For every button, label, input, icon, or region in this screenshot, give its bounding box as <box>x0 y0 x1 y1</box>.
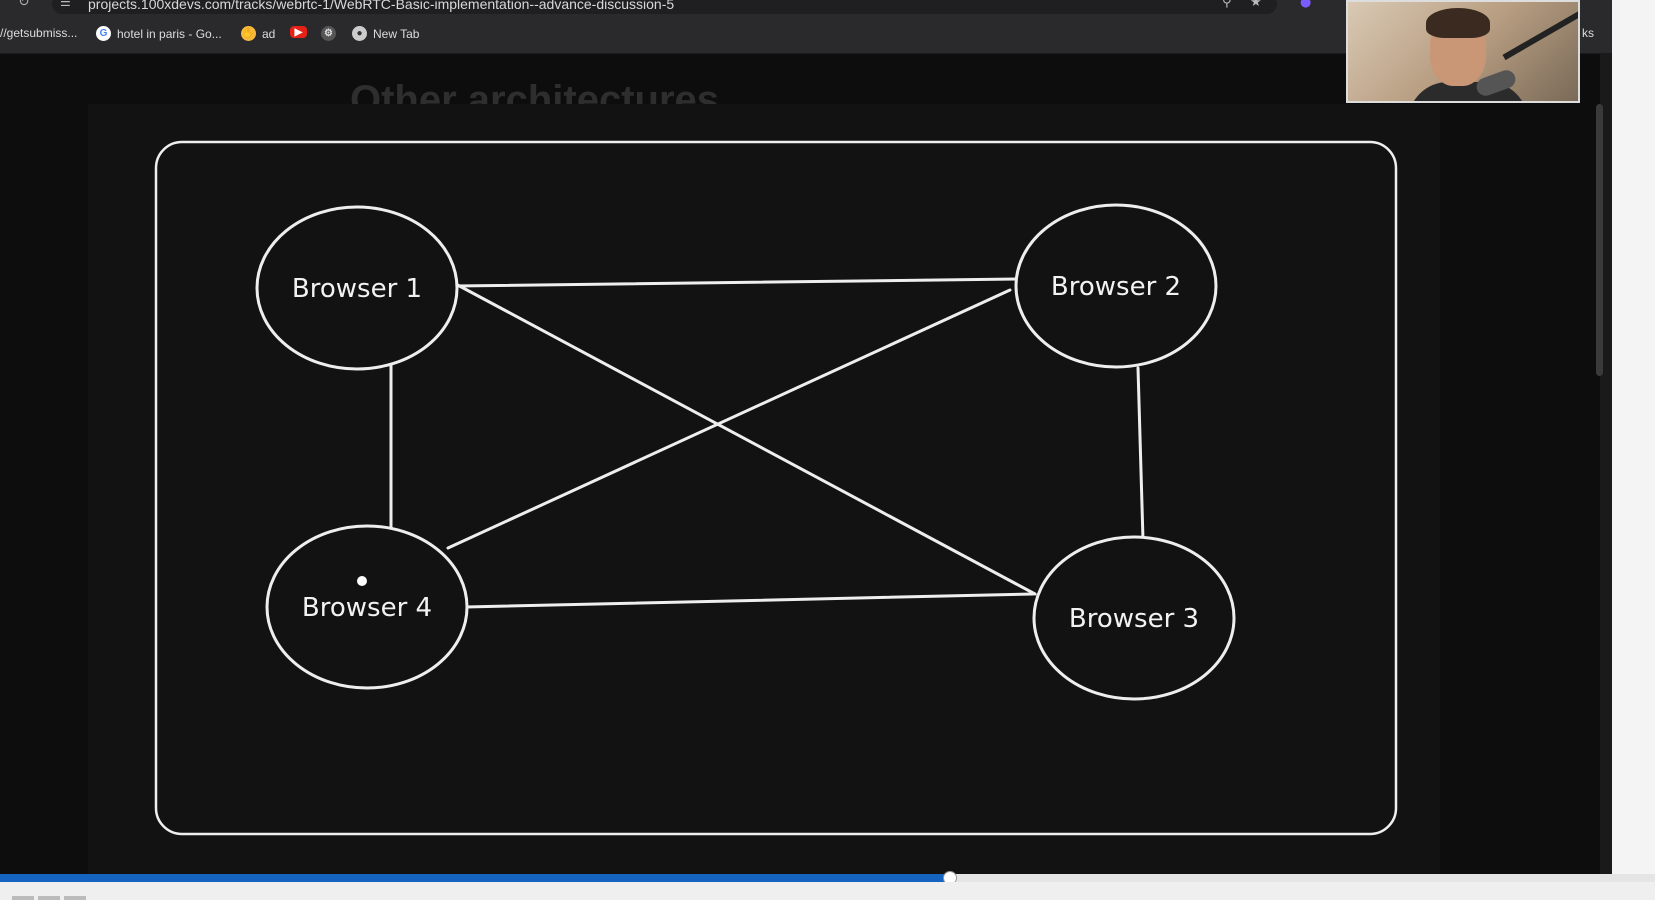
node-b3: Browser 3 <box>1032 535 1236 701</box>
bookmark-getsubmiss[interactable]: //getsubmiss... <box>0 26 77 40</box>
youtube-icon: ▶ <box>290 26 307 38</box>
site-info-icon[interactable]: ☰ <box>60 0 71 9</box>
edge-b2-b4 <box>446 288 1012 550</box>
node-ellipse <box>1032 535 1236 701</box>
bookmark-label: ad <box>262 26 276 41</box>
diagram-nodes: Browser 1 Browser 2 Browser 3 Browser 4 <box>255 203 1236 701</box>
diagram-border <box>154 140 1398 836</box>
globe-icon: ● <box>352 26 367 41</box>
node-label: Browser 2 <box>1051 272 1181 302</box>
control-tab[interactable] <box>38 896 60 900</box>
bookmark-new-tab[interactable]: ● New Tab <box>352 26 419 41</box>
edge-b1-b3 <box>450 280 1037 596</box>
webcam-overlay <box>1346 0 1580 103</box>
player-controls-strip <box>0 882 1655 900</box>
bookmark-ad[interactable]: ✋ ad <box>241 26 275 41</box>
settings-icon: ⚙ <box>321 26 336 41</box>
node-label: Browser 1 <box>292 274 422 304</box>
browser-toolbar: ↻ ☰ projects.100xdevs.com/tracks/webrtc-… <box>0 0 1655 16</box>
node-ellipse <box>1014 203 1218 369</box>
page-scrollbar[interactable] <box>1600 54 1612 874</box>
reload-icon[interactable]: ↻ <box>18 0 30 10</box>
bookmark-label: hotel in paris - Go... <box>117 26 222 41</box>
node-b2: Browser 2 <box>1014 203 1218 369</box>
bookmark-label: //getsubmiss... <box>0 26 78 40</box>
url-text[interactable]: projects.100xdevs.com/tracks/webrtc-1/We… <box>88 0 675 12</box>
node-ellipse <box>255 205 459 371</box>
address-bar[interactable] <box>52 0 1277 14</box>
bookmark-hotel-in-paris[interactable]: G hotel in paris - Go... <box>96 26 222 41</box>
google-icon: G <box>96 26 111 41</box>
scrollbar-thumb[interactable] <box>1596 104 1603 376</box>
bookmark-label: New Tab <box>373 26 420 41</box>
diagram-edges <box>389 277 1145 609</box>
video-progress-bar[interactable] <box>0 871 1655 885</box>
presenter-hair <box>1426 8 1490 38</box>
page-title: Other architectures <box>350 78 720 104</box>
node-label: Browser 3 <box>1069 604 1199 634</box>
other-bookmarks-stub[interactable]: ks <box>1582 26 1594 40</box>
extension-icon[interactable]: ● <box>1300 0 1312 10</box>
node-label: Browser 4 <box>302 593 432 623</box>
bookmark-settings[interactable]: ⚙ <box>321 26 336 41</box>
mic-arm <box>1502 9 1578 61</box>
emoji-icon: ✋ <box>241 26 256 41</box>
bookmark-youtube[interactable]: ▶ <box>290 26 307 38</box>
node-ellipse <box>265 524 469 690</box>
node-b4: Browser 4 <box>265 524 469 690</box>
cursor-icon <box>357 576 367 586</box>
edge-b2-b3 <box>1136 366 1145 542</box>
edge-b3-b4 <box>464 592 1035 609</box>
search-icon[interactable]: ⚲ <box>1222 0 1232 10</box>
control-tab[interactable] <box>12 896 34 900</box>
bookmark-label: ks <box>1582 26 1594 40</box>
bookmark-star-icon[interactable]: ★ <box>1250 0 1262 10</box>
progress-fill <box>0 874 950 882</box>
window-edge <box>1612 0 1655 874</box>
edge-b1-b2 <box>453 277 1020 288</box>
node-b1: Browser 1 <box>255 205 459 371</box>
control-tab[interactable] <box>64 896 86 900</box>
